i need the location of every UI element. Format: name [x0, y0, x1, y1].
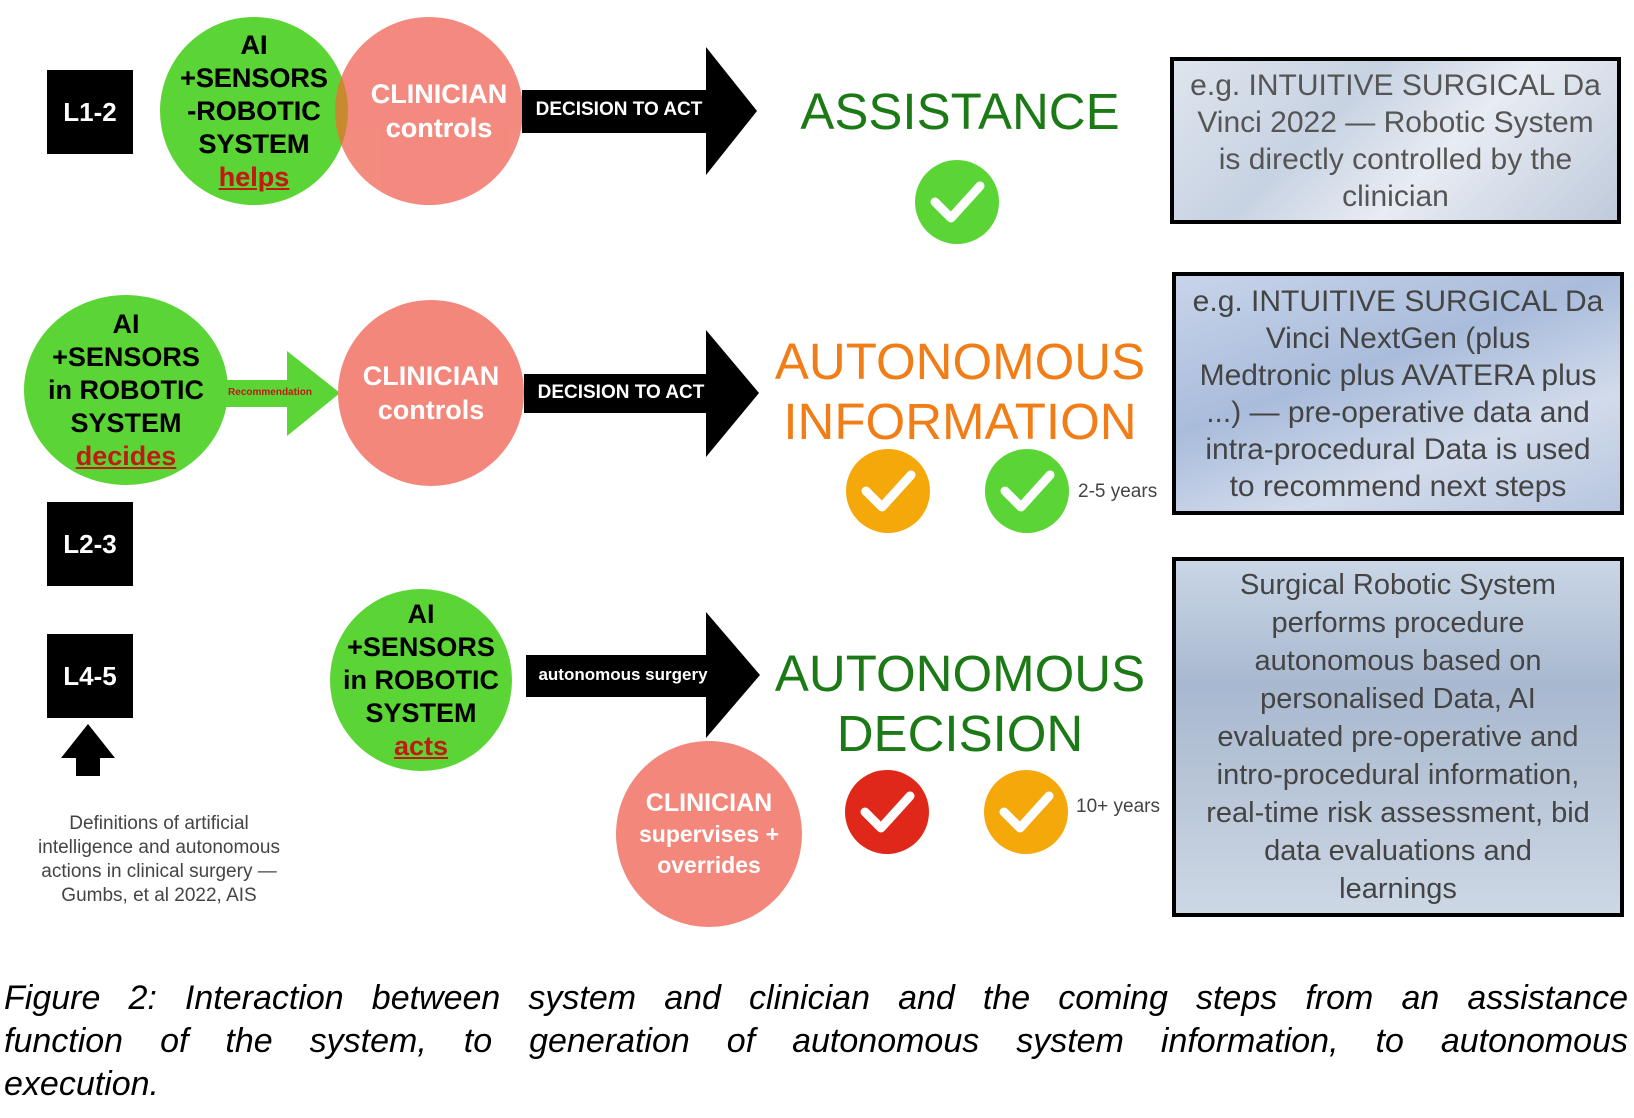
- verb-acts: acts: [393, 730, 449, 761]
- green-line: +SENSORS: [347, 631, 495, 662]
- ai-system-circle-row2: AI +SENSORS in ROBOTIC SYSTEM decides: [24, 295, 228, 485]
- arrow-label-row2: DECISION TO ACT: [537, 382, 705, 403]
- example-line: e.g. INTUITIVE SURGICAL Da: [1190, 68, 1601, 102]
- green-line: -ROBOTIC: [187, 95, 321, 126]
- green-line: in ROBOTIC: [343, 664, 499, 695]
- example-box-row1: e.g. INTUITIVE SURGICAL Da Vinci 2022 — …: [1170, 57, 1621, 224]
- level-label-l2-3: L2-3: [47, 502, 133, 586]
- level-label-l1-2: L1-2: [47, 70, 133, 154]
- caption-line: Figure 2: Interaction between system and…: [4, 979, 1628, 1017]
- clinician-line: CLINICIAN: [645, 788, 773, 817]
- verb-decides: decides: [75, 440, 177, 471]
- green-line: SYSTEM: [198, 128, 310, 159]
- timeline-2-5-years: 2-5 years: [1078, 481, 1158, 502]
- green-line: in ROBOTIC: [48, 374, 204, 405]
- example-text: Surgical Robotic System performs procedu…: [1176, 561, 1620, 913]
- example-line: Surgical Robotic System: [1240, 569, 1556, 601]
- green-line: AI: [240, 29, 268, 60]
- example-line: intro-procedural information,: [1216, 759, 1580, 791]
- up-arrow-icon: [61, 724, 115, 776]
- example-box-row2: e.g. INTUITIVE SURGICAL Da Vinci NextGen…: [1172, 272, 1624, 515]
- example-line: Vinci NextGen (plus: [1265, 321, 1531, 355]
- clinician-line: supervises +: [638, 820, 779, 847]
- green-line: -ROBOTIC: [187, 95, 321, 126]
- caption-line: execution.: [4, 1065, 159, 1103]
- timeline-10-plus-years: 10+ years: [1076, 796, 1160, 817]
- green-line: AI: [240, 29, 268, 60]
- verb-helps: helps: [218, 161, 290, 192]
- green-line: +SENSORS: [52, 341, 200, 372]
- clinician-text-overlay-row1: CLINICIAN controls: [335, 17, 523, 205]
- example-line: data evaluations and: [1264, 835, 1532, 867]
- checkmark-icon: [846, 449, 930, 533]
- checkmark-icon: [985, 449, 1069, 533]
- example-text: e.g. INTUITIVE SURGICAL Da Vinci NextGen…: [1176, 276, 1620, 511]
- outcome-autonomous-information: AUTONOMOUS INFORMATION: [770, 332, 1150, 452]
- level-label-l4-5: L4-5: [47, 634, 133, 718]
- clinician-line: CLINICIAN: [370, 79, 508, 109]
- autonomous-arrow-row3: [526, 612, 760, 738]
- reference-note: Definitions of artificial intelligence a…: [14, 812, 304, 908]
- example-line: ...) — pre-operative data and: [1206, 395, 1590, 429]
- caption-line: function of the system, to generation of…: [4, 1022, 1628, 1060]
- outcome-autonomous-decision: AUTONOMOUS DECISION: [770, 644, 1150, 764]
- decision-arrow-row1: [522, 47, 757, 175]
- green-line: SYSTEM: [70, 407, 182, 438]
- example-line: to recommend next steps: [1229, 469, 1567, 503]
- clinician-line: controls: [377, 395, 485, 425]
- arrow-label-row1: DECISION TO ACT: [535, 99, 703, 120]
- recommendation-label: Recommendation: [228, 387, 312, 398]
- example-line: evaluated pre-operative and: [1217, 721, 1579, 753]
- green-line: AI: [112, 308, 140, 339]
- figure-caption: Figure 2: Interaction between system and…: [4, 977, 1628, 1106]
- clinician-circle-row3: CLINICIAN supervises + overrides: [616, 741, 802, 927]
- checkmark-icon: [845, 770, 929, 854]
- reference-line: actions in clinical surgery —: [41, 861, 277, 882]
- example-line: is directly controlled by the: [1218, 142, 1573, 176]
- clinician-circle-row1: CLINICIAN controls: [335, 17, 523, 205]
- example-line: Vinci 2022 — Robotic System: [1197, 105, 1594, 139]
- arrow-label-row3: autonomous surgery: [538, 665, 708, 684]
- example-box-row3: Surgical Robotic System performs procedu…: [1172, 557, 1624, 917]
- clinician-line: CLINICIAN: [362, 361, 500, 391]
- clinician-line: CLINICIAN: [370, 79, 508, 109]
- clinician-circle-row2: CLINICIAN controls: [338, 300, 524, 486]
- green-line: SYSTEM: [365, 697, 477, 728]
- reference-line: Definitions of artificial: [69, 813, 249, 834]
- checkmark-icon: [915, 160, 999, 244]
- green-line: SYSTEM: [198, 128, 310, 159]
- reference-line: intelligence and autonomous: [38, 837, 280, 858]
- example-line: intra-procedural Data is used: [1205, 432, 1591, 466]
- example-line: clinician: [1342, 179, 1449, 213]
- verb-helps: helps: [218, 161, 290, 192]
- clinician-line: overrides: [657, 851, 761, 878]
- outcome-line: AUTONOMOUS: [774, 645, 1146, 702]
- ai-system-text-overlay-row1: AI +SENSORS -ROBOTIC SYSTEM helps: [160, 17, 348, 205]
- outcome-line: AUTONOMOUS: [774, 333, 1146, 390]
- example-line: performs procedure: [1271, 607, 1525, 639]
- example-line: real-time risk assessment, bid: [1206, 797, 1590, 829]
- ai-system-circle-row1: AI +SENSORS -ROBOTIC SYSTEM helps: [160, 17, 348, 205]
- example-line: e.g. INTUITIVE SURGICAL Da: [1192, 284, 1604, 318]
- green-line: +SENSORS: [180, 62, 328, 93]
- example-line: autonomous based on: [1254, 645, 1542, 677]
- example-line: Medtronic plus AVATERA plus: [1199, 358, 1597, 392]
- decision-arrow-row2: [524, 330, 759, 457]
- recommendation-arrow: [223, 351, 340, 436]
- green-line: AI: [407, 598, 435, 629]
- ai-system-circle-row3: AI +SENSORS in ROBOTIC SYSTEM acts: [330, 589, 512, 771]
- outcome-line: INFORMATION: [783, 393, 1137, 450]
- checkmark-icon: [984, 770, 1068, 854]
- clinician-line: controls: [385, 113, 493, 143]
- reference-line: Gumbs, et al 2022, AIS: [61, 885, 257, 906]
- outcome-line: DECISION: [836, 705, 1084, 762]
- green-line: +SENSORS: [180, 62, 328, 93]
- example-line: learnings: [1339, 873, 1457, 905]
- example-text: e.g. INTUITIVE SURGICAL Da Vinci 2022 — …: [1174, 61, 1617, 220]
- clinician-line: controls: [385, 113, 493, 143]
- outcome-assistance: ASSISTANCE: [800, 83, 1120, 140]
- example-line: personalised Data, AI: [1260, 683, 1536, 715]
